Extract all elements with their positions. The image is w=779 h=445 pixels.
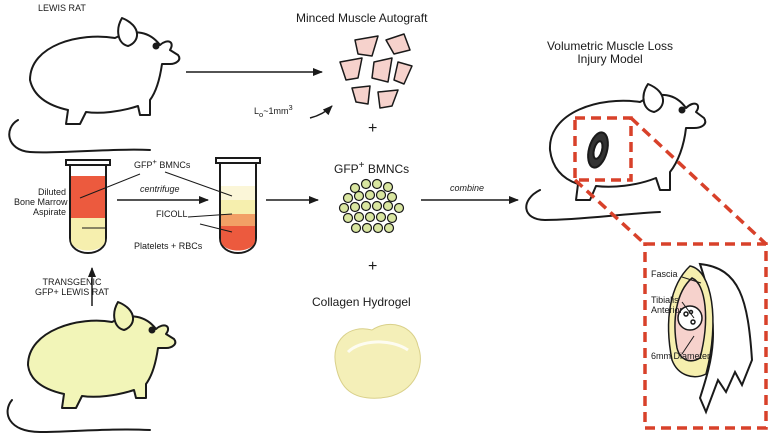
l0-sup: 3 bbox=[288, 103, 293, 112]
bmncs-prefix: GFP bbox=[334, 162, 359, 176]
bmncs-label: GFP+ BMNCs bbox=[334, 160, 409, 176]
aspirate-test-tube-icon bbox=[65, 159, 111, 254]
tibialis-line2: Anterior bbox=[651, 304, 683, 315]
tube-pointer-lines bbox=[79, 171, 233, 233]
transgenic-line2: GFP+ LEWIS RAT bbox=[34, 286, 110, 297]
centrifuge-label: centrifuge bbox=[140, 184, 180, 194]
platelets-rbcs-label: Platelets + RBCs bbox=[134, 241, 203, 251]
combine-label: combine bbox=[450, 183, 485, 193]
tibialis-label: Tibialis Anterior bbox=[651, 295, 683, 316]
vml-injury-rat-icon bbox=[525, 83, 707, 221]
aspirate-line1: Diluted bbox=[37, 187, 66, 197]
tube-bmncs-label: GFP+ BMNCs bbox=[134, 157, 191, 171]
tibialis-line1: Tibialis bbox=[651, 295, 679, 305]
plus-top: + bbox=[368, 120, 378, 137]
l0-prefix: L bbox=[254, 106, 260, 116]
aspirate-label: Diluted Bone Marrow Aspirate bbox=[14, 187, 68, 218]
l0-label: Lo~1mm3 bbox=[254, 103, 293, 119]
lewis-rat-label: LEWIS RAT bbox=[38, 3, 86, 13]
aspirate-line3: Aspirate bbox=[32, 206, 66, 217]
l0-value: ~1mm bbox=[263, 106, 289, 116]
transgenic-gfp-rat-icon bbox=[6, 301, 177, 433]
transgenic-rat-label: TRANSGENIC GFP+ LEWIS RAT bbox=[22, 277, 122, 298]
transgenic-line1: TRANSGENIC bbox=[42, 277, 102, 287]
ficoll-label: FICOLL bbox=[156, 209, 188, 219]
diameter-label: 6mm Diameter bbox=[651, 351, 711, 361]
tube-bmncs-suffix: BMNCs bbox=[156, 160, 191, 170]
collagen-hydrogel-label: Collagen Hydrogel bbox=[312, 295, 411, 309]
bmncs-sup: + bbox=[358, 160, 365, 171]
lewis-rat-icon bbox=[8, 17, 181, 154]
separated-test-tube-icon bbox=[215, 157, 261, 254]
bmnc-beads-icon bbox=[338, 178, 405, 234]
fascia-label: Fascia bbox=[651, 269, 678, 279]
limb-cross-section-icon bbox=[667, 262, 754, 415]
aspirate-line2: Bone Marrow bbox=[14, 196, 68, 207]
minced-autograft-label: Minced Muscle Autograft bbox=[296, 11, 428, 25]
process-arrows bbox=[88, 68, 519, 306]
vml-line2: Injury Model bbox=[577, 52, 643, 67]
tube-bmncs-prefix: GFP bbox=[134, 160, 153, 170]
plus-bottom: + bbox=[368, 258, 378, 275]
vml-line1: Volumetric Muscle Loss bbox=[546, 39, 674, 53]
tube-bmncs-sup: + bbox=[152, 157, 157, 166]
collagen-hydrogel-icon bbox=[334, 323, 421, 399]
limb-pointer-lines bbox=[681, 276, 702, 355]
bmncs-suffix: BMNCs bbox=[364, 162, 410, 176]
zoom-callout bbox=[573, 116, 768, 430]
l0-sub: o bbox=[259, 109, 264, 119]
vml-model-label: Volumetric Muscle Loss Injury Model bbox=[530, 39, 690, 67]
minced-muscle-pieces-icon bbox=[339, 33, 413, 109]
